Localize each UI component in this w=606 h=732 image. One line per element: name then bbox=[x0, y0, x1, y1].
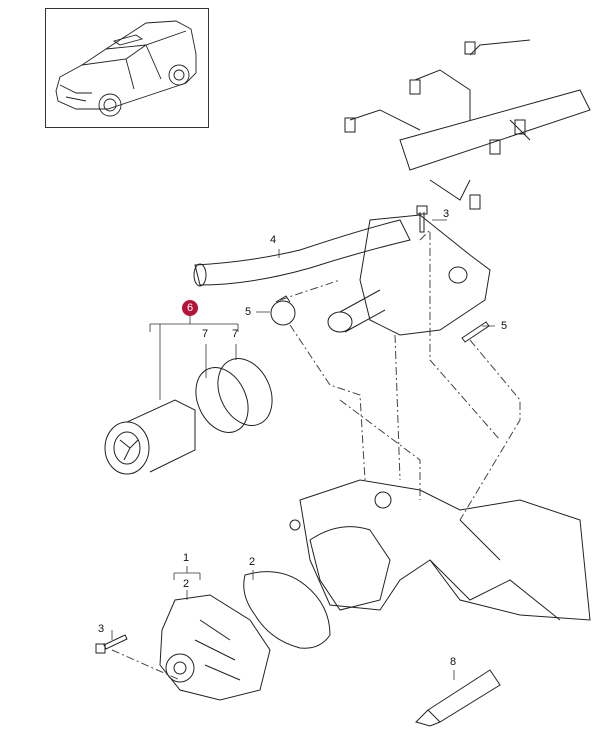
callout-3-top[interactable]: 3 bbox=[443, 208, 450, 220]
callout-8[interactable]: 8 bbox=[450, 656, 457, 668]
callout-3-bottom[interactable]: 3 bbox=[98, 623, 105, 635]
callout-1[interactable]: 1 bbox=[183, 552, 190, 564]
callout-6-highlighted[interactable]: 6 bbox=[182, 300, 198, 316]
callout-2[interactable]: 2 bbox=[249, 556, 256, 568]
vehicle-thumbnail bbox=[45, 8, 209, 128]
callout-7-left[interactable]: 7 bbox=[202, 328, 209, 340]
car-icon bbox=[55, 20, 197, 117]
callout-4[interactable]: 4 bbox=[270, 234, 277, 246]
callout-5-left[interactable]: 5 bbox=[245, 306, 252, 318]
callout-5-right[interactable]: 5 bbox=[501, 320, 508, 332]
callout-1-sub-2[interactable]: 2 bbox=[183, 578, 190, 590]
callout-7-right[interactable]: 7 bbox=[232, 328, 239, 340]
